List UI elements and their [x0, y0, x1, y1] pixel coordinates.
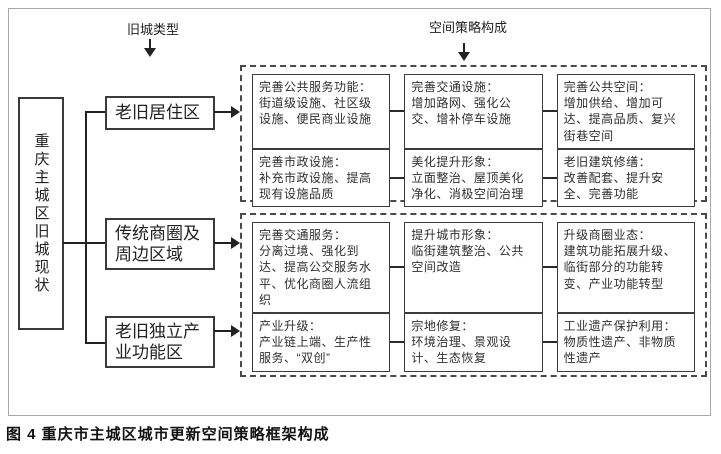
right-arrow-icon — [214, 106, 240, 118]
strategy-body: 补充市政设施、提高现有设施品质 — [259, 170, 372, 202]
strategy-body: 建筑功能拓展升级、临街部分的功能转变、产业功能转型 — [563, 244, 677, 291]
strategy-row: 产业升级： 产业链上端、生产性服务、“双创” 宗地修复： 环境治理、景观设计、生态恢… — [252, 312, 695, 372]
connector-line — [63, 242, 87, 244]
strategy-group-residential: 完善公共服务功能： 街道级设施、社区级设施、便民商业设施 完善交通设施： 增加路网、… — [240, 65, 707, 208]
strategy-title: 完善市政设施： — [259, 154, 347, 169]
cell-link-line — [542, 266, 557, 269]
spatial-strategy-label: 空间策略构成 — [429, 20, 508, 35]
strategy-cell: 提升城市形象： 临街建筑整治、公共空间改造 — [404, 222, 543, 313]
strategy-cell: 完善交通服务： 分离过境、强化到达、提高公交服务水平、优化商圈人流组织 — [252, 222, 391, 313]
strategy-row: 完善交通服务： 分离过境、强化到达、提高公交服务水平、优化商圈人流组织 提升城市形… — [252, 222, 695, 313]
connector-branch-line — [85, 111, 105, 113]
strategy-body: 产业链上端、生产性服务、“双创” — [259, 335, 372, 366]
type-node-traditional-business: 传统商圈及周边区域 — [105, 218, 215, 270]
type-node-old-residential: 老旧居住区 — [105, 96, 215, 130]
strategy-row: 完善市政设施：补充市政设施、提高现有设施品质 美化提升形象：立面整治、屋顶美化净… — [252, 148, 695, 208]
strategy-title: 完善交通服务： — [259, 228, 347, 242]
strategy-title: 老旧建筑修缮： — [563, 154, 652, 169]
strategy-body: 环境治理、景观设计、生态恢复 — [411, 335, 512, 366]
cell-link-line — [390, 110, 405, 113]
strategy-cell: 完善交通设施： 增加路网、强化公交、增补停车设施 — [404, 74, 543, 149]
connector-trunk-line — [85, 111, 87, 344]
root-node-chongqing-old-city: 重庆主城区旧城现状 — [18, 97, 64, 330]
strategy-body: 增加供给、增加可达、提高品质、复兴街巷空间 — [563, 96, 677, 143]
strategy-body: 改善配套、提升安全、完善功能 — [563, 170, 664, 202]
strategy-title: 美化提升形象： — [411, 154, 499, 169]
strategy-body: 增加路网、强化公交、增补停车设施 — [411, 96, 512, 127]
strategy-cell: 老旧建筑修缮：改善配套、提升安全、完善功能 — [556, 148, 695, 208]
strategy-row: 完善公共服务功能： 街道级设施、社区级设施、便民商业设施 完善交通设施： 增加路网、… — [252, 74, 695, 149]
strategy-cell: 完善公共服务功能： 街道级设施、社区级设施、便民商业设施 — [252, 74, 391, 149]
strategy-body: 物质性遗产、非物质性遗产 — [563, 335, 677, 366]
strategy-title: 提升城市形象： — [411, 228, 499, 242]
down-arrow-icon — [144, 39, 156, 57]
strategy-cell: 升级商圈业态： 建筑功能拓展升级、临街部分的功能转变、产业功能转型 — [556, 222, 695, 313]
strategy-title: 完善交通设施： — [411, 80, 499, 94]
cell-link-line — [542, 177, 557, 180]
strategy-title: 完善公共空间： — [563, 80, 652, 94]
strategy-cell: 完善市政设施：补充市政设施、提高现有设施品质 — [252, 148, 391, 208]
old-city-type-label: 旧城类型 — [127, 22, 180, 37]
right-arrow-icon — [214, 237, 240, 249]
down-arrow-icon — [458, 43, 470, 61]
figure-caption: 图 4 重庆市主城区城市更新空间策略框架构成 — [6, 426, 330, 443]
connector-branch-line — [85, 242, 105, 244]
right-arrow-icon — [214, 325, 240, 337]
cell-link-line — [390, 341, 405, 344]
strategy-cell: 宗地修复： 环境治理、景观设计、生态恢复 — [404, 312, 543, 372]
strategy-body: 分离过境、强化到达、提高公交服务水平、优化商圈人流组织 — [259, 244, 372, 307]
strategy-cell: 美化提升形象：立面整治、屋顶美化净化、消极空间治理 — [404, 148, 543, 208]
cell-link-line — [390, 177, 405, 180]
cell-link-line — [542, 341, 557, 344]
strategy-title: 宗地修复： — [411, 318, 474, 333]
strategy-body: 临街建筑整治、公共空间改造 — [411, 244, 524, 275]
strategy-group-business-industrial: 完善交通服务： 分离过境、强化到达、提高公交服务水平、优化商圈人流组织 提升城市形… — [240, 213, 707, 377]
strategy-cell: 完善公共空间： 增加供给、增加可达、提高品质、复兴街巷空间 — [556, 74, 695, 149]
strategy-body: 立面整治、屋顶美化净化、消极空间治理 — [411, 170, 524, 202]
connector-branch-line — [85, 342, 105, 344]
strategy-body: 街道级设施、社区级设施、便民商业设施 — [259, 96, 372, 127]
strategy-title: 升级商圈业态： — [563, 228, 652, 242]
strategy-title: 完善公共服务功能： — [259, 80, 372, 94]
strategy-title: 产业升级： — [259, 318, 322, 333]
type-node-old-industrial: 老旧独立产业功能区 — [105, 316, 215, 368]
cell-link-line — [542, 110, 557, 113]
cell-link-line — [390, 266, 405, 269]
strategy-cell: 产业升级： 产业链上端、生产性服务、“双创” — [252, 312, 391, 372]
strategy-cell: 工业遗产保护利用： 物质性遗产、非物质性遗产 — [556, 312, 695, 372]
strategy-title: 工业遗产保护利用： — [563, 318, 677, 333]
